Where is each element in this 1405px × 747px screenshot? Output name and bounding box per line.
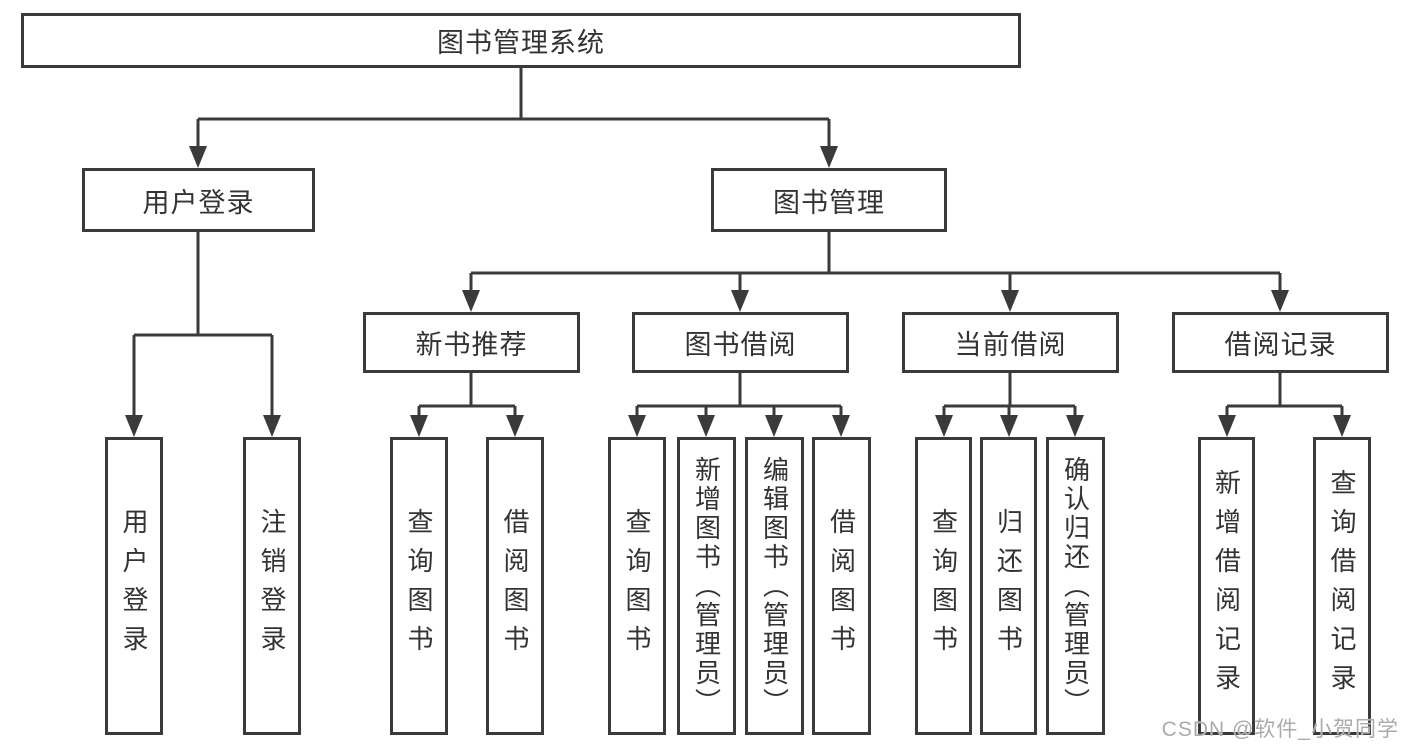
arrow-icon bbox=[765, 415, 783, 437]
node-user-login: 用户登录 bbox=[82, 168, 315, 232]
arrow-icon bbox=[935, 415, 953, 437]
leaf-label: 归还图书 bbox=[993, 508, 1024, 664]
node-add-books-admin: 新增图书（管理员） bbox=[677, 437, 736, 735]
connector-new-book-recommend bbox=[417, 373, 517, 419]
leaf-label: 借阅图书 bbox=[826, 508, 857, 664]
node-return-books: 归还图书 bbox=[980, 437, 1037, 735]
arrow-icon bbox=[1001, 290, 1019, 312]
connector-book-borrow bbox=[635, 373, 843, 419]
arrow-icon bbox=[1066, 415, 1084, 437]
node-confirm-return-admin: 确认归还（管理员） bbox=[1046, 437, 1105, 735]
node-new-book-recommend: 新书推荐 bbox=[363, 312, 580, 373]
node-book-borrow: 图书借阅 bbox=[632, 312, 849, 373]
node-query-books-borrow: 查询图书 bbox=[608, 437, 666, 735]
node-query-books-current: 查询图书 bbox=[915, 437, 972, 735]
arrow-icon bbox=[125, 415, 143, 437]
arrow-icon bbox=[263, 415, 281, 437]
arrow-icon bbox=[731, 290, 749, 312]
leaf-label: 编辑图书（管理员） bbox=[759, 455, 790, 717]
arrow-icon bbox=[410, 415, 428, 437]
connector-current-borrow bbox=[942, 373, 1077, 419]
leaf-label: 查询图书 bbox=[622, 508, 652, 664]
leaf-label: 注销登录 bbox=[257, 508, 287, 664]
leaf-label: 查询借阅记录 bbox=[1327, 469, 1357, 703]
node-current-borrow: 当前借阅 bbox=[902, 312, 1119, 373]
arrow-icon bbox=[1218, 415, 1236, 437]
node-borrow-books-recommend: 借阅图书 bbox=[486, 437, 544, 735]
node-book-management: 图书管理 bbox=[711, 168, 947, 232]
node-query-borrow-record: 查询借阅记录 bbox=[1313, 437, 1371, 735]
node-user-login-label: 用户登录 bbox=[142, 187, 255, 218]
arrow-icon bbox=[628, 415, 646, 437]
connector-user-login bbox=[132, 232, 274, 419]
arrow-icon bbox=[189, 146, 207, 168]
connector-book-management bbox=[469, 232, 1282, 294]
node-add-borrow-record: 新增借阅记录 bbox=[1198, 437, 1255, 735]
leaf-label: 确认归还（管理员） bbox=[1060, 455, 1091, 717]
node-book-management-label: 图书管理 bbox=[773, 187, 885, 218]
node-edit-books-admin: 编辑图书（管理员） bbox=[745, 437, 804, 735]
node-logout: 注销登录 bbox=[243, 437, 301, 735]
arrow-icon bbox=[820, 146, 838, 168]
node-user-login-action: 用户登录 bbox=[105, 437, 163, 735]
node-root: 图书管理系统 bbox=[21, 13, 1021, 68]
arrow-icon bbox=[462, 290, 480, 312]
node-borrow-records-label: 借阅记录 bbox=[1224, 330, 1337, 360]
node-borrow-books-action: 借阅图书 bbox=[812, 437, 871, 735]
leaf-label: 用户登录 bbox=[119, 508, 149, 664]
leaf-label: 新增图书（管理员） bbox=[691, 455, 722, 717]
leaf-label: 查询图书 bbox=[928, 508, 959, 664]
arrow-icon bbox=[1000, 415, 1018, 437]
arrow-icon bbox=[1271, 290, 1289, 312]
leaf-label: 借阅图书 bbox=[500, 508, 530, 664]
leaf-label: 查询图书 bbox=[404, 508, 434, 664]
node-borrow-records: 借阅记录 bbox=[1172, 312, 1389, 373]
arrow-icon bbox=[832, 415, 850, 437]
arrowheads bbox=[125, 146, 1351, 437]
node-root-label: 图书管理系统 bbox=[437, 28, 605, 58]
arrow-icon bbox=[697, 415, 715, 437]
arrow-icon bbox=[1333, 415, 1351, 437]
node-current-borrow-label: 当前借阅 bbox=[954, 330, 1067, 360]
node-query-books-recommend: 查询图书 bbox=[390, 437, 448, 735]
leaf-label: 新增借阅记录 bbox=[1211, 469, 1242, 703]
node-new-book-recommend-label: 新书推荐 bbox=[415, 330, 528, 360]
connector-root bbox=[196, 68, 831, 150]
arrow-icon bbox=[506, 415, 524, 437]
connector-borrow-records bbox=[1225, 373, 1344, 419]
node-book-borrow-label: 图书借阅 bbox=[684, 330, 797, 360]
